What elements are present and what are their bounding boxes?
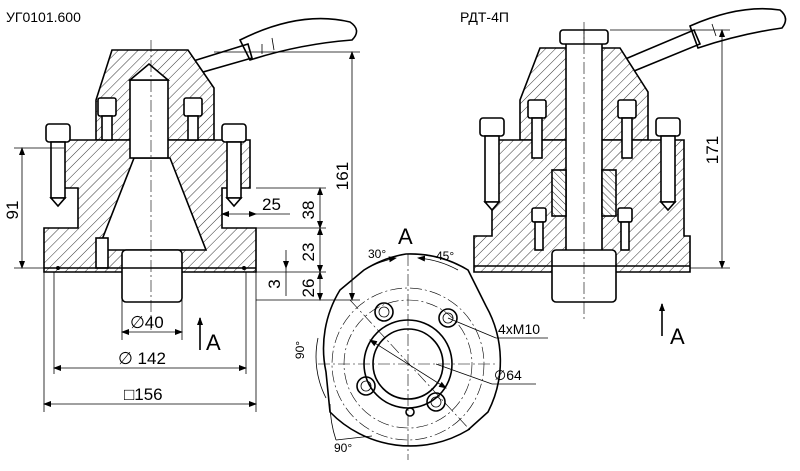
- dim-23: 23: [299, 243, 318, 262]
- right-screw-inner-2: [617, 99, 637, 159]
- dim-d40: ∅40: [130, 313, 164, 332]
- view-a-hole-2: [438, 308, 458, 328]
- view-a-hole-3: [356, 376, 376, 396]
- left-bolt-1: [45, 123, 71, 208]
- labels: УГ0101.600 РДТ-4П 161 91 25 38 23 3 26 ∅…: [3, 9, 722, 455]
- dim-d64: ∅64: [494, 367, 522, 383]
- right-screw-inner-1: [527, 99, 547, 159]
- right-screw-low-1: [531, 207, 547, 251]
- angle-90-left: 90°: [293, 341, 307, 359]
- view-a-title: A: [398, 224, 413, 249]
- right-screw-low-2: [617, 207, 633, 251]
- left-bottom-screw: [95, 237, 109, 269]
- left-screw-inner-2: [183, 97, 203, 141]
- right-bolt-1: [479, 117, 505, 212]
- right-spring: [551, 169, 617, 217]
- dim-91: 91: [3, 201, 22, 220]
- dim-171: 171: [703, 136, 722, 164]
- dim-161: 161: [333, 162, 352, 190]
- angle-45: 45°: [436, 249, 454, 263]
- dim-38: 38: [299, 201, 318, 220]
- left-spindle: [129, 79, 169, 159]
- right-view: [473, 7, 787, 320]
- view-a-hole-4: [426, 392, 446, 412]
- dim-25: 25: [262, 195, 281, 214]
- angle-90-bottom: 90°: [334, 441, 352, 455]
- left-shank: [121, 249, 183, 303]
- left-handle: [188, 17, 358, 75]
- view-a: [315, 253, 548, 460]
- left-view-arrow-letter: A: [206, 330, 221, 355]
- dim-26: 26: [299, 279, 318, 298]
- dim-d142: ∅ 142: [118, 349, 166, 368]
- left-view-code: УГ0101.600: [6, 9, 81, 25]
- view-a-outline: [322, 253, 502, 447]
- right-view-arrow-letter: A: [670, 324, 685, 349]
- right-dimensions: [610, 29, 730, 336]
- view-a-hole-1: [374, 302, 394, 322]
- dim-sq156: □156: [124, 385, 163, 404]
- left-dimensions: [14, 51, 360, 412]
- left-view: [43, 17, 358, 330]
- left-screw-inner-1: [97, 97, 117, 141]
- right-bolt-2: [655, 117, 681, 212]
- right-view-code: РДТ-4П: [460, 9, 509, 25]
- dim-3: 3: [265, 279, 284, 288]
- thread-4xm10: 4xM10: [498, 321, 540, 337]
- angle-30: 30°: [368, 247, 386, 261]
- left-bolt-2: [221, 123, 247, 208]
